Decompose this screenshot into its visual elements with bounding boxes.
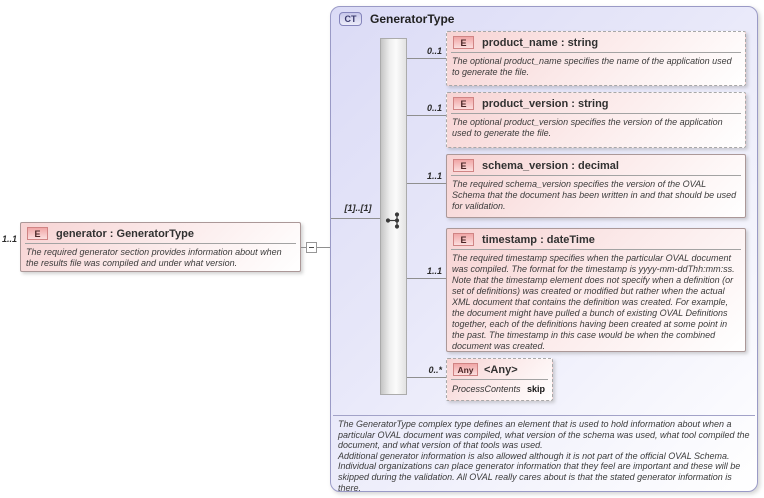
cardinality-label-product-name: 0..1 [426, 46, 442, 56]
complextype-icon: CT [339, 12, 362, 26]
header-divider [451, 52, 741, 53]
branch-line-schema-version [407, 183, 446, 184]
element-box-generator[interactable]: E generator : GeneratorType The required… [20, 222, 301, 272]
process-contents-label: ProcessContents [452, 384, 521, 394]
element-header: E product_version : string [447, 93, 745, 112]
process-contents-value: skip [526, 384, 545, 394]
element-box-product-name[interactable]: E product_name : string The optional pro… [446, 31, 746, 86]
element-icon: E [453, 159, 474, 172]
branch-line-product-version [407, 115, 446, 116]
branch-line-any [407, 377, 446, 378]
wildcard-box-any[interactable]: Any <Any> ProcessContents skip [446, 358, 553, 401]
element-icon: E [27, 227, 48, 240]
element-title: generator : GeneratorType [56, 227, 194, 240]
element-icon: E [453, 36, 474, 49]
element-title: schema_version : decimal [482, 159, 619, 172]
element-header: E timestamp : dateTime [447, 229, 745, 248]
header-divider [451, 379, 548, 380]
connector-line-sequence [331, 218, 380, 219]
element-title: product_name : string [482, 36, 599, 49]
root-cardinality-label: 1..1 [2, 234, 18, 244]
element-header: E schema_version : decimal [447, 155, 745, 174]
element-box-product-version[interactable]: E product_version : string The optional … [446, 92, 746, 148]
complextype-annotation: The GeneratorType complex type defines a… [338, 419, 752, 493]
element-icon: E [453, 233, 474, 246]
sequence-bar[interactable] [380, 38, 407, 395]
element-title: <Any> [484, 363, 518, 376]
element-header: E generator : GeneratorType [21, 223, 300, 242]
complextype-title: GeneratorType [370, 12, 455, 26]
collapse-handle[interactable] [306, 242, 317, 253]
header-divider [451, 113, 741, 114]
element-title: product_version : string [482, 97, 609, 110]
minus-icon [309, 247, 314, 248]
branch-line-product-name [407, 58, 446, 59]
complextype-header: CT GeneratorType [331, 7, 757, 31]
element-box-schema-version[interactable]: E schema_version : decimal The required … [446, 154, 746, 218]
element-header: Any <Any> [447, 359, 552, 378]
element-annotation: The required schema_version specifies th… [452, 179, 737, 211]
element-title: timestamp : dateTime [482, 233, 595, 246]
element-icon: E [453, 97, 474, 110]
process-contents-row: ProcessContents skip [447, 380, 552, 394]
sequence-cardinality-label: [1]..[1] [344, 203, 372, 213]
element-box-timestamp[interactable]: E timestamp : dateTime The required time… [446, 228, 746, 352]
cardinality-label-product-version: 0..1 [426, 103, 442, 113]
cardinality-label-timestamp: 1..1 [426, 266, 442, 276]
annotation-paragraph: Additional generator information is also… [338, 450, 741, 493]
element-annotation: The required generator section provides … [26, 247, 282, 268]
element-annotation: The optional product_version specifies t… [452, 117, 723, 138]
cardinality-label-schema-version: 1..1 [426, 171, 442, 181]
annotation-divider [333, 415, 755, 416]
element-header: E product_name : string [447, 32, 745, 51]
header-divider [25, 243, 296, 244]
sequence-icon [385, 212, 400, 229]
any-icon: Any [453, 363, 478, 376]
cardinality-label-any: 0..* [428, 365, 442, 375]
header-divider [451, 175, 741, 176]
header-divider [451, 249, 741, 250]
annotation-paragraph: The GeneratorType complex type defines a… [338, 419, 750, 451]
branch-line-timestamp [407, 278, 446, 279]
element-annotation: The required timestamp specifies when th… [452, 253, 735, 351]
element-annotation: The optional product_name specifies the … [452, 56, 732, 77]
